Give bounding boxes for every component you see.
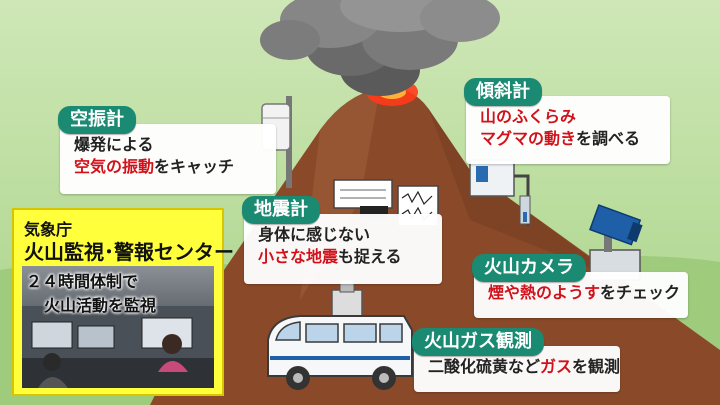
gas-observation-highlight: ガス [540, 357, 573, 376]
infrasound-title: 空振計 [58, 106, 136, 134]
seismometer-line2-rest: も捉える [338, 247, 402, 266]
tiltmeter-line2-mid: の [528, 129, 545, 148]
seismometer-line2: 小さな地震も捉える [258, 246, 430, 268]
gas-observation-van-icon [267, 279, 413, 390]
tiltmeter-icon [469, 159, 531, 226]
tiltmeter-callout: 傾斜計 山のふくらみ マグマの動きを調べる [464, 78, 670, 164]
infrasound-highlight: 空気の振動 [74, 157, 155, 176]
monitoring-room-photo: ２４時間体制で 火山活動を監視 [22, 266, 214, 388]
gas-observation-line1-start: 二酸化硫黄など [428, 357, 541, 376]
infrasound-line2: 空気の振動をキャッチ [74, 156, 264, 178]
smoke-plume [260, 0, 500, 96]
jma-agency-label: 気象庁 [24, 220, 73, 239]
tiltmeter-highlight2: マグマ [480, 129, 529, 148]
volcano-camera-icon [589, 204, 643, 281]
volcano-ridge-shading-right [428, 108, 620, 280]
gas-observation-line1-rest: を観測 [572, 357, 621, 376]
seismometer-callout: 地震計 身体に感じない 小さな地震も捉える [242, 196, 442, 284]
tiltmeter-title: 傾斜計 [464, 78, 542, 106]
jma-center-label: 火山監視･警報センター [24, 240, 234, 264]
jma-monitoring-panel: 気象庁 火山監視･警報センター ２４時間体制で 火山活動を監視 [12, 208, 234, 396]
infrasound-line2-rest: をキャッチ [154, 157, 235, 176]
volcano-camera-line1-rest: をチェック [600, 283, 681, 302]
jma-line2: 火山活動を監視 [44, 296, 157, 315]
seismometer-line1: 身体に感じない [258, 225, 371, 244]
gas-observation-line1: 二酸化硫黄などガスを観測 [428, 356, 620, 378]
volcano-camera-title: 火山カメラ [472, 254, 586, 282]
monitoring-room-illustration [22, 306, 214, 388]
tiltmeter-line1: 山のふくらみ [480, 106, 658, 128]
gas-observation-title: 火山ガス観測 [412, 328, 544, 356]
volcano-camera-callout: 火山カメラ 煙や熱のようすをチェック [472, 254, 688, 318]
infrasound-callout: 空振計 爆発による 空気の振動をキャッチ [58, 106, 276, 194]
gas-observation-callout: 火山ガス観測 二酸化硫黄などガスを観測 [412, 328, 620, 392]
tiltmeter-highlight3: 動き [544, 129, 577, 148]
volcano-camera-highlight: 煙や熱のようす [488, 283, 601, 302]
tiltmeter-highlight1: 山のふくらみ [480, 107, 577, 126]
tiltmeter-line2-rest: を調べる [576, 129, 641, 148]
jma-description: ２４時間体制で 火山活動を監視 [26, 270, 208, 318]
seismometer-title: 地震計 [242, 196, 320, 224]
seismometer-highlight: 小さな地震 [258, 247, 339, 266]
infrasound-line1: 爆発による [74, 135, 154, 154]
tiltmeter-line2: マグマの動きを調べる [480, 128, 658, 150]
volcano-camera-line1: 煙や熱のようすをチェック [488, 282, 680, 304]
jma-line1: ２４時間体制で [26, 272, 139, 291]
